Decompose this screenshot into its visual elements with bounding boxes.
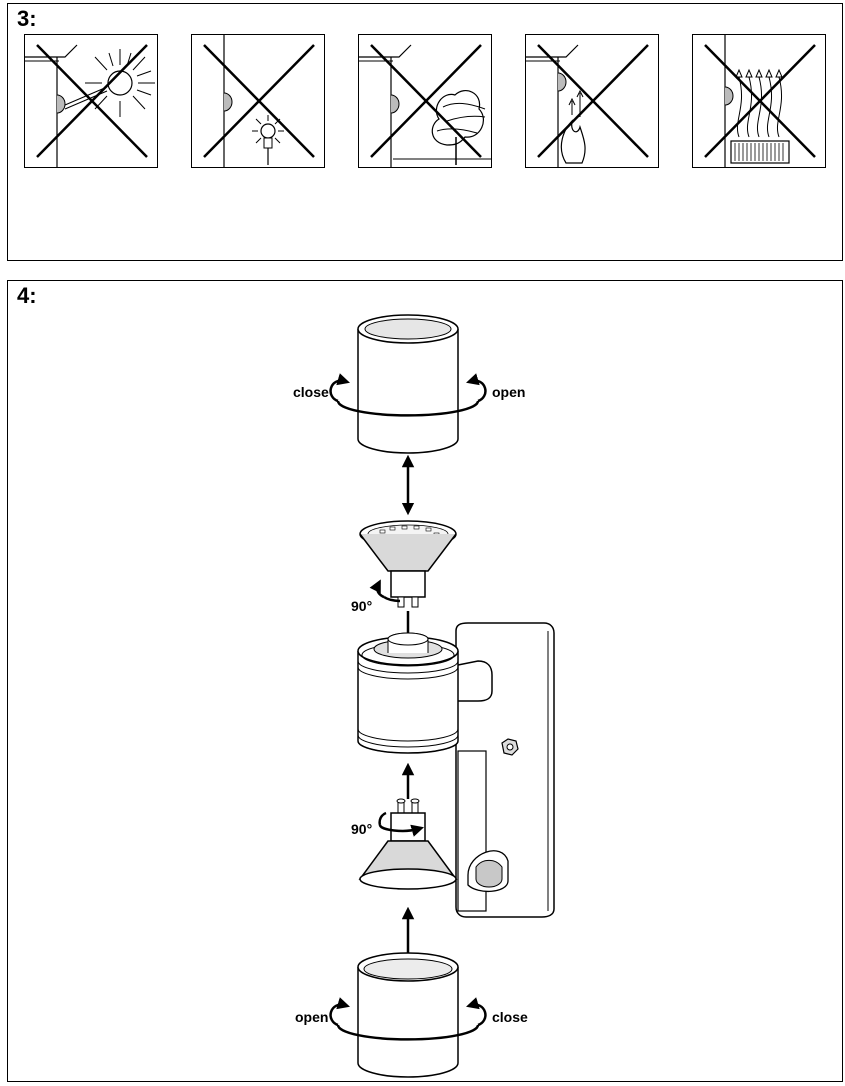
motion-sensor-icon <box>467 850 509 892</box>
warning-tile-sunlight <box>24 34 158 168</box>
top-cover <box>329 314 487 454</box>
warning-tile-lamp <box>191 34 325 168</box>
step-4-panel: 4: close open <box>7 280 843 1082</box>
cross-out-icon <box>203 44 315 158</box>
top-cover-open-label: open <box>492 384 525 400</box>
cross-out-icon <box>36 44 148 158</box>
bottom-cover-close-label: close <box>492 1009 528 1025</box>
step-4-number: 4: <box>17 283 37 308</box>
warning-tile-heater <box>692 34 826 168</box>
bottom-cover <box>329 952 487 1078</box>
bottom-cover-open-label: open <box>295 1009 328 1025</box>
cross-out-icon <box>537 44 649 158</box>
cross-out-icon <box>370 44 482 158</box>
lower-bulb-rotation-label: 90° <box>351 821 372 837</box>
upper-led-bulb <box>359 520 457 608</box>
warning-tile-heat-source <box>525 34 659 168</box>
wall-bracket <box>447 622 555 918</box>
heater-icon <box>724 35 790 167</box>
lamp-socket-body <box>357 632 459 754</box>
upper-bulb-rotation-label: 90° <box>351 598 372 614</box>
lamp-assembly-diagram: close open 90° <box>293 314 555 1078</box>
top-cover-close-label: close <box>293 384 329 400</box>
step-3-panel: 3: <box>7 3 843 261</box>
cross-out-icon <box>704 44 816 158</box>
warning-tile-moving-plants <box>358 34 492 168</box>
lower-led-bulb <box>358 798 458 890</box>
step-3-number: 3: <box>17 6 37 31</box>
